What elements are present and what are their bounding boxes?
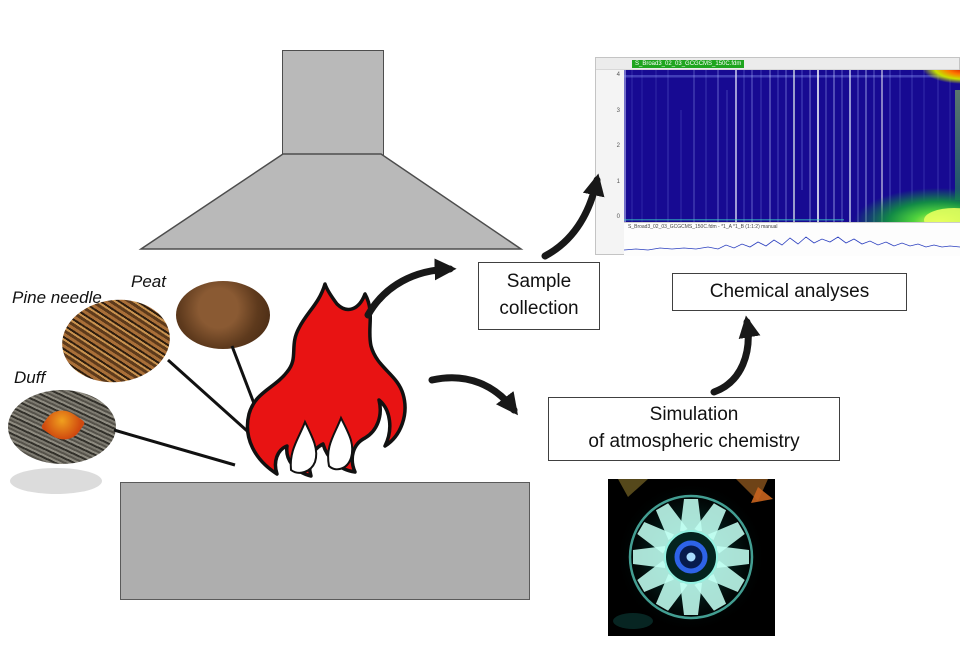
- sample-collection-line1: Sample: [506, 271, 572, 293]
- heatmap-orange-blob: [922, 70, 960, 84]
- peat-label: Peat: [131, 272, 166, 291]
- y-tick: 0: [616, 214, 620, 220]
- heatmap-right-edge-band: [955, 90, 960, 200]
- arrow-sample-to-chromatogram: [541, 173, 605, 260]
- y-tick: 1: [616, 178, 620, 185]
- sample-collection-box: Sample collection: [478, 262, 600, 330]
- arrow-fire-to-sample-collection: [364, 258, 457, 319]
- fire-flame: [245, 282, 407, 478]
- simulation-box: Simulation of atmospheric chemistry: [548, 397, 840, 461]
- arrow-fire-to-simulation: [428, 374, 518, 416]
- chromatogram-footer-label: S_Broad3_02_03_GCGCMS_150C.fdm - *1_A *1…: [628, 224, 778, 230]
- chromatogram-1d-trace: [624, 236, 960, 251]
- fume-hood-chimney: [282, 50, 384, 157]
- chromatogram-filename: S_Broad3_02_03_GCGCMS_150C.fdm: [632, 60, 745, 68]
- y-tick: 4: [616, 72, 620, 78]
- connector-duff-to-fire: [113, 428, 236, 467]
- duff-photo: [8, 390, 116, 464]
- chromatogram-y-axis: 4 3 2 1 0: [598, 72, 622, 220]
- pine-needle-label: Pine needle: [12, 288, 102, 307]
- sample-collection-line2: collection: [499, 298, 579, 319]
- y-tick: 3: [616, 107, 620, 114]
- smog-chamber-photo: [608, 479, 775, 636]
- leaf-icon: [40, 402, 86, 448]
- chromatogram-header: S_Broad3_02_03_GCGCMS_150C.fdm: [596, 58, 959, 70]
- heatmap-graphics: [624, 70, 960, 222]
- chromatogram-1d-trace-panel: S_Broad3_02_03_GCGCMS_150C.fdm - *1_A *1…: [624, 222, 960, 256]
- connector-pine-to-fire: [166, 358, 257, 440]
- simulation-line1: Simulation: [649, 404, 739, 426]
- chemical-analyses-label: Chemical analyses: [709, 280, 870, 302]
- fume-hood-canopy: [138, 153, 524, 250]
- burn-table: [120, 482, 530, 600]
- arrow-simulation-to-chemical-analyses: [710, 315, 761, 396]
- simulation-line2: of atmospheric chemistry: [588, 431, 800, 452]
- chromatogram-image: S_Broad3_02_03_GCGCMS_150C.fdm 4 3 2 1 0: [595, 57, 960, 256]
- heatmap-plot: [624, 70, 960, 222]
- chamber-fan-ring: [628, 494, 754, 620]
- chamber-graphics: [613, 479, 773, 633]
- peat-photo: [176, 281, 270, 349]
- duff-shadow: [10, 468, 102, 494]
- chemical-analyses-box: Chemical analyses: [672, 273, 907, 311]
- duff-label: Duff: [14, 368, 46, 387]
- connector-peat-to-fire: [230, 345, 270, 441]
- y-tick: 2: [616, 143, 620, 149]
